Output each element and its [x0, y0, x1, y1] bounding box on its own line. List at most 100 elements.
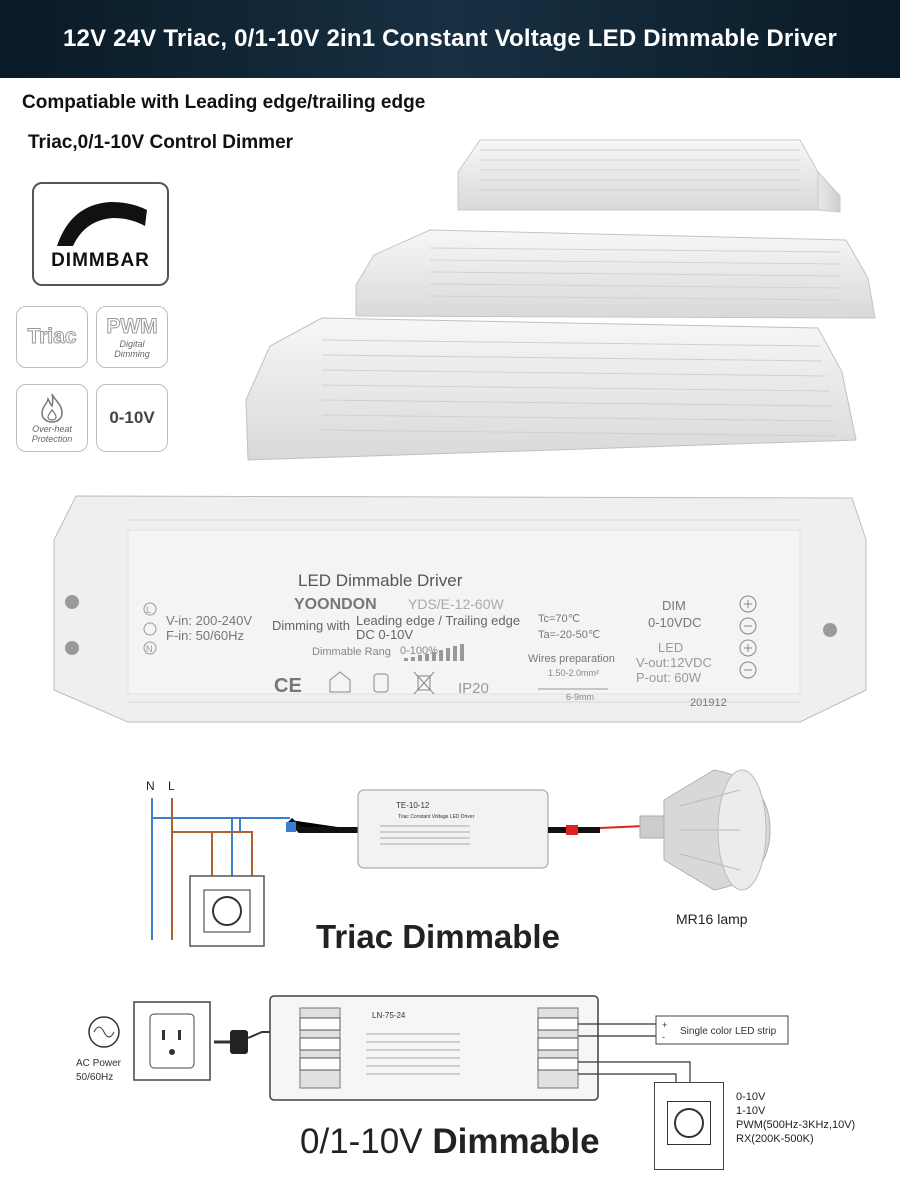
tc-text: Tc=70℃: [538, 613, 580, 625]
dim010-driver-unit: [269, 995, 599, 1101]
triac-dimmable-label: Triac Dimmable: [316, 918, 560, 955]
dim010-label: 0/1-10V Dimmable: [300, 1122, 600, 1162]
live-wire: [171, 798, 253, 940]
red-connector: [566, 825, 578, 835]
zero-ten-badge: 0-10V: [96, 384, 168, 452]
svg-text:+: +: [662, 1020, 667, 1030]
wire-connector: [286, 822, 296, 832]
polarity-icons: [739, 595, 757, 679]
indoor-icon: [329, 671, 351, 693]
controller-knob-icon: [674, 1108, 704, 1138]
triac-driver-title: Triac Constant Voltage LED Driver: [398, 814, 475, 820]
ac-power-label: AC Power: [76, 1058, 122, 1069]
labelled-driver-photo: LED Dimmable Driver YOONDON YDS/E-12-60W…: [53, 495, 867, 723]
ac-source-icon: [88, 1016, 120, 1048]
dimming-level-bars: [404, 644, 464, 661]
terminal-n-icon: [143, 641, 157, 655]
wires-text: Wires preparation: [528, 653, 615, 665]
dimming-with-text: Dimming with: [272, 618, 350, 633]
ip-rating: IP20: [458, 680, 489, 697]
page-title: 12V 24V Triac, 0/1-10V 2in1 Constant Vol…: [63, 25, 837, 52]
screw-icon: [65, 595, 79, 609]
dimmer-knob-icon: [212, 896, 242, 926]
pwm-label: PWM: [106, 315, 158, 339]
dim010-label-word: Dimmable: [422, 1122, 600, 1161]
dim-v-text: 0-10VDC: [648, 615, 701, 630]
dim010-label-num: 0/1-10V: [300, 1122, 423, 1161]
led-text: LED: [658, 640, 683, 655]
neutral-label: N: [146, 779, 155, 793]
triac-badge: Triac: [16, 306, 88, 368]
option-0-10v: 0-10V: [736, 1091, 766, 1103]
option-rx: RX(200K-500K): [736, 1133, 814, 1145]
zero-ten-label: 0-10V: [109, 408, 155, 427]
neutral-wire: [151, 798, 290, 940]
compatibility-line: Compatiable with Leading edge/trailing e…: [22, 92, 426, 113]
class-icon: [373, 673, 389, 693]
driver-title: LED Dimmable Driver: [298, 571, 463, 590]
large-driver-photo: [245, 317, 857, 461]
sine-icon: [93, 1026, 115, 1038]
weee-bin-icon: [413, 671, 435, 695]
screw-icon: [65, 641, 79, 655]
overheat-line2: Protection: [31, 434, 73, 444]
dim010-wiring-diagram: AC Power 50/60Hz LN-75-24 + - Single colo…: [76, 995, 789, 1101]
option-pwm: PWM(500Hz-3KHz,10V): [736, 1119, 856, 1131]
dim-wires: [578, 1061, 691, 1084]
svg-text:-: -: [662, 1032, 665, 1042]
triac-driver-unit: [357, 789, 549, 869]
small-driver-photo: [457, 139, 841, 213]
plug-icon: [230, 1030, 248, 1054]
dc-text: DC 0-10V: [356, 627, 413, 642]
driver-model: YDS/E-12-60W: [408, 596, 504, 612]
terminal-n-label: N: [146, 644, 153, 654]
medium-driver-photo: [355, 229, 876, 319]
strip-label: Single color LED strip: [680, 1026, 777, 1037]
lamp-label: MR16 lamp: [676, 911, 748, 927]
dim010-controller: [654, 1082, 724, 1170]
ce-mark: CE: [274, 675, 302, 697]
terminal-ground-icon: [143, 622, 157, 636]
dim-text: DIM: [662, 598, 686, 613]
triac-driver-model: TE-10-12: [396, 801, 430, 810]
title-banner: 12V 24V Triac, 0/1-10V 2in1 Constant Vol…: [0, 0, 900, 78]
product-illustration: LED Dimmable Driver YOONDON YDS/E-12-60W…: [53, 139, 876, 723]
overheat-line1: Over-heat: [32, 424, 72, 434]
flame-icon: [41, 393, 63, 423]
terminal-l-label: L: [146, 605, 151, 615]
strip-wires: [578, 1023, 656, 1037]
dimmer-arc-icon: [56, 202, 147, 246]
dimmbar-badge: DIMMBAR: [32, 182, 169, 286]
edge-text: Leading edge / Trailing edge: [356, 613, 520, 628]
pwm-sub2: Dimming: [114, 349, 150, 359]
controller-frame: [667, 1101, 711, 1145]
screw-icon: [823, 623, 837, 637]
vin-text: V-in: 200-240V: [166, 613, 252, 628]
overheat-badge: Over-heat Protection: [16, 384, 88, 452]
ta-text: Ta=-20-50℃: [538, 629, 600, 641]
triac-label: Triac: [27, 325, 77, 349]
output-wire: [599, 825, 645, 829]
control-options: 0-10V 1-10V PWM(500Hz-3KHz,10V) RX(200K-…: [736, 1090, 855, 1146]
date-text: 201912: [690, 697, 727, 709]
pwm-badge: PWM Digital Dimming: [96, 306, 168, 368]
triac-wiring-diagram: N L TE-10-12 Triac Constant Voltage LED …: [146, 769, 771, 947]
strip-len-text: 6-9mm: [566, 692, 594, 702]
vout-text: V-out:12VDC: [636, 655, 712, 670]
ac-freq-label: 50/60Hz: [76, 1072, 113, 1083]
dimmbar-label: DIMMBAR: [51, 250, 150, 271]
mr16-lamp-icon: [639, 769, 771, 891]
dim010-driver-model: LN-75-24: [372, 1011, 406, 1020]
live-label: L: [168, 779, 175, 793]
input-cable: [287, 817, 358, 833]
option-1-10v: 1-10V: [736, 1105, 766, 1117]
control-line: Triac,0/1-10V Control Dimmer: [28, 132, 294, 153]
pout-text: P-out: 60W: [636, 670, 702, 685]
dimmable-rang-text: Dimmable Rang: [312, 646, 391, 658]
wire-size-text: 1.50-2.0mm²: [548, 668, 599, 678]
terminal-l-icon: [143, 602, 157, 616]
driver-brand: YOONDON: [294, 596, 377, 613]
led-strip-box: [655, 1015, 789, 1045]
pwm-sub1: Digital: [119, 339, 145, 349]
fin-text: F-in: 50/60Hz: [166, 628, 244, 643]
